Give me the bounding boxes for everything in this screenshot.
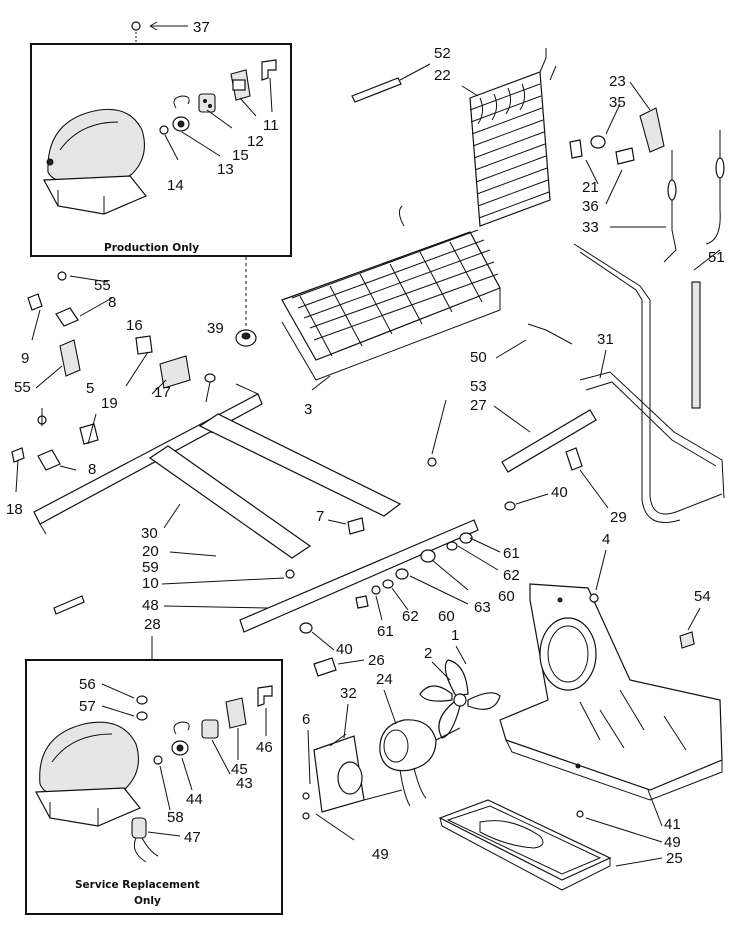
- callout-27: 27: [470, 397, 487, 414]
- callout-15: 15: [232, 147, 249, 164]
- drain-pan-icon: [438, 799, 612, 891]
- callout-1: 1: [451, 627, 459, 644]
- callout-17: 17: [154, 384, 171, 401]
- motor-mount-32: [313, 733, 403, 813]
- callout-10: 10: [142, 575, 159, 592]
- callout-56: 56: [79, 676, 96, 693]
- callout-43: 43: [236, 775, 253, 792]
- callout-59: 59: [142, 559, 159, 576]
- compressor-icon: [35, 721, 141, 827]
- filter-drier-52: [351, 77, 402, 103]
- callout-44: 44: [186, 791, 203, 808]
- callout-51: 51: [708, 249, 725, 266]
- callout-63: 63: [474, 599, 491, 616]
- callout-50: 50: [470, 349, 487, 366]
- callout-7: 7: [316, 508, 324, 525]
- defrost-parts: [569, 107, 725, 263]
- screw-37: [131, 21, 141, 31]
- hardware-cluster: [355, 532, 473, 609]
- callout-49a: 49: [372, 846, 389, 863]
- condenser-coil-icon: [469, 48, 557, 227]
- callout-35: 35: [609, 94, 626, 111]
- callout-54: 54: [694, 588, 711, 605]
- callout-31: 31: [597, 331, 614, 348]
- callout-22: 22: [434, 67, 451, 84]
- callout-16: 16: [126, 317, 143, 334]
- callout-60a: 60: [498, 588, 515, 605]
- callout-61b: 61: [377, 623, 394, 640]
- heater-27: [501, 409, 597, 473]
- callout-33: 33: [582, 219, 599, 236]
- callout-11: 11: [263, 117, 279, 134]
- callout-39: 39: [207, 320, 224, 337]
- callout-5: 5: [86, 380, 94, 397]
- callout-21: 21: [582, 179, 599, 196]
- callout-61a: 61: [503, 545, 520, 562]
- callout-40b: 40: [336, 641, 353, 658]
- callout-4: 4: [602, 531, 610, 548]
- callout-62a: 62: [503, 567, 520, 584]
- callout-2: 2: [424, 645, 432, 662]
- callout-30: 30: [141, 525, 158, 542]
- production-only-box: Production Only: [30, 43, 292, 257]
- callout-29: 29: [610, 509, 627, 526]
- callout-26: 26: [368, 652, 385, 669]
- callout-6: 6: [302, 711, 310, 728]
- callout-55b: 55: [14, 379, 31, 396]
- callout-46: 46: [256, 739, 273, 756]
- drain-tube: [573, 243, 723, 515]
- callout-55a: 55: [94, 277, 111, 294]
- frame-rails: [33, 383, 479, 633]
- fan-blade-icon: [419, 659, 501, 739]
- clip-7: [347, 517, 365, 535]
- callout-8b: 8: [88, 461, 96, 478]
- compressor-parts: [159, 59, 277, 135]
- clip-50: [527, 323, 573, 345]
- callout-32: 32: [340, 685, 357, 702]
- callout-49b: 49: [664, 834, 681, 851]
- callout-28: 28: [144, 616, 161, 633]
- callout-40a: 40: [551, 484, 568, 501]
- callout-12: 12: [247, 133, 264, 150]
- callout-14: 14: [167, 177, 184, 194]
- fan-bracket: [499, 583, 723, 801]
- callout-45: 45: [231, 761, 248, 778]
- callout-20: 20: [142, 543, 159, 560]
- callout-25: 25: [666, 850, 683, 867]
- service-caption-line2: Only: [134, 895, 161, 907]
- callout-41: 41: [664, 816, 681, 833]
- callout-18: 18: [6, 501, 23, 518]
- callout-9: 9: [21, 350, 29, 367]
- spring-59: [53, 595, 85, 615]
- callout-58: 58: [167, 809, 184, 826]
- left-parts: [11, 271, 257, 471]
- service-caption-line1: Service Replacement: [75, 879, 200, 891]
- callout-60b: 60: [438, 608, 455, 625]
- callout-13: 13: [217, 161, 234, 178]
- callout-3: 3: [304, 401, 312, 418]
- callout-23: 23: [609, 73, 626, 90]
- compressor-icon: [43, 108, 147, 215]
- service-replacement-box: Service Replacement Only: [25, 659, 283, 915]
- callout-57: 57: [79, 698, 96, 715]
- callout-53: 53: [470, 378, 487, 395]
- callout-62b: 62: [402, 608, 419, 625]
- production-only-caption: Production Only: [104, 242, 199, 254]
- callout-52: 52: [434, 45, 451, 62]
- fan-motor-icon: [379, 719, 461, 807]
- clip-26: [313, 657, 337, 677]
- callout-24: 24: [376, 671, 393, 688]
- callout-19: 19: [101, 395, 118, 412]
- callout-37: 37: [193, 19, 210, 36]
- callout-8a: 8: [108, 294, 116, 311]
- heater-51: [691, 281, 701, 409]
- evaporator-coil-icon: [281, 205, 501, 381]
- callout-48: 48: [142, 597, 159, 614]
- callout-47: 47: [184, 829, 201, 846]
- callout-36: 36: [582, 198, 599, 215]
